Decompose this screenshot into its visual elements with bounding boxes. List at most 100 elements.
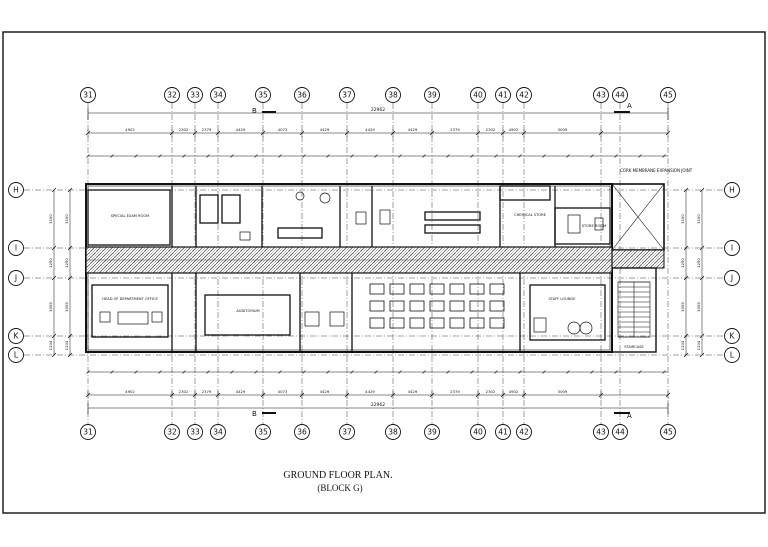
room-label-lower-right: STAFF LOUNGE (548, 297, 576, 301)
grid-bubble-top-42-label: 42 (519, 91, 529, 100)
overall-dimension-bottom: 22962 (87, 402, 669, 414)
grid-bubble-bottom-37: 37 (339, 424, 355, 440)
grid-bubble-bottom-45-label: 45 (663, 428, 673, 437)
svg-text:B: B (252, 410, 257, 418)
overall-dimension-bottom-label: 22962 (371, 402, 385, 408)
dim-left2-label-0: 3100 (64, 214, 69, 224)
interior-walls-lower (91, 273, 606, 352)
desk (489, 300, 505, 312)
grid-bubble-top-41-label: 41 (498, 91, 508, 100)
grid-bubble-left-K: K (8, 328, 24, 344)
room-label-upper-far-right: STORE ROOM (582, 224, 606, 228)
desk (409, 300, 425, 312)
dim-right2-label-3: 1204 (696, 340, 701, 350)
dim-left-label-1: 1250 (48, 258, 53, 268)
desk (389, 300, 405, 312)
grid-bubble-left-I: I (8, 240, 24, 256)
dim-top-label-0: 4902 (125, 127, 135, 132)
sheet-border (2, 31, 766, 514)
dim-top-label-2: 2379 (202, 127, 212, 132)
grid-bubble-top-43: 43 (593, 87, 609, 103)
dim-right-label-1: 1250 (680, 258, 685, 268)
grid-bubble-top-39-label: 39 (427, 91, 437, 100)
dim-bottom-label-2: 2379 (202, 389, 212, 394)
grid-bubble-bottom-39-label: 39 (427, 428, 437, 437)
grid-bubble-top-45: 45 (660, 87, 676, 103)
dim-top-label-8: 2379 (450, 127, 460, 132)
grid-bubble-right-J-label: J (730, 274, 733, 283)
desk (409, 317, 425, 329)
grid-bubble-bottom-45: 45 (660, 424, 676, 440)
overall-dimension-top-label: 22962 (371, 107, 385, 113)
grid-bubble-bottom-31-label: 31 (83, 428, 93, 437)
grid-bubble-right-K: K (724, 328, 740, 344)
section-marker-b-bottom: B (252, 410, 276, 418)
grid-bubble-top-39: 39 (424, 87, 440, 103)
grid-bubble-bottom-43: 43 (593, 424, 609, 440)
grid-bubble-top-31-label: 31 (83, 91, 93, 100)
grid-bubble-right-L: L (724, 347, 740, 363)
desk (389, 283, 405, 295)
grid-bubble-top-34: 34 (210, 87, 226, 103)
grid-bubble-right-K-label: K (730, 332, 736, 341)
section-marker-a-bottom: A (614, 412, 632, 420)
grid-bubble-top-37: 37 (339, 87, 355, 103)
grid-bubble-left-J: J (8, 270, 24, 286)
svg-text:B: B (252, 107, 257, 115)
dim-top-label-1: 2302 (179, 127, 189, 132)
grid-bubble-top-32: 32 (164, 87, 180, 103)
dim-top-label-4: 4073 (278, 127, 288, 132)
grid-bubble-top-35-label: 35 (258, 91, 268, 100)
dim-right-label-0: 3100 (680, 214, 685, 224)
room-label-upper-right-lab: CHEMICAL STORE (514, 213, 547, 217)
grid-bubble-right-L-label: L (730, 351, 735, 360)
plan-title: GROUND FLOOR PLAN. (283, 470, 392, 481)
grid-bubble-bottom-36-label: 36 (297, 428, 307, 437)
dim-left-label-0: 3100 (48, 214, 53, 224)
dim-bottom-label-4: 4073 (278, 389, 288, 394)
desk (449, 283, 465, 295)
grid-bubble-top-40: 40 (470, 87, 486, 103)
grid-bubble-right-I: I (724, 240, 740, 256)
grid-bubble-bottom-34-label: 34 (213, 428, 223, 437)
dim-bottom-label-0: 4902 (125, 389, 135, 394)
dim-bottom-label-8: 2379 (450, 389, 460, 394)
dim-left-label-3: 1204 (48, 340, 53, 350)
dim-left-label-2: 3009 (48, 302, 53, 312)
grid-bubble-left-I-label: I (15, 244, 17, 253)
grid-bubble-bottom-43-label: 43 (596, 428, 606, 437)
overall-dimension-top: 22962 (87, 107, 669, 120)
grid-bubble-top-33: 33 (187, 87, 203, 103)
staircase (617, 281, 651, 338)
dim-bottom-label-6: 4429 (365, 389, 375, 394)
desk (429, 283, 445, 295)
grid-bubble-bottom-40: 40 (470, 424, 486, 440)
grid-bubble-top-34-label: 34 (213, 91, 223, 100)
grid-bubble-bottom-39: 39 (424, 424, 440, 440)
room-label-lower-mid: AUDITORIUM (236, 309, 259, 313)
furniture-misc (99, 191, 604, 335)
grid-bubble-bottom-42: 42 (516, 424, 532, 440)
grid-bubble-top-38: 38 (385, 87, 401, 103)
grid-bubble-top-38-label: 38 (388, 91, 398, 100)
grid-bubble-top-31: 31 (80, 87, 96, 103)
desk (429, 300, 445, 312)
desk (369, 317, 385, 329)
dim-top-label-5: 4429 (320, 127, 330, 132)
grid-bubble-bottom-41: 41 (495, 424, 511, 440)
grid-bubble-bottom-44-label: 44 (615, 428, 625, 437)
grid-bubble-bottom-41-label: 41 (498, 428, 508, 437)
section-marker-a-top: A (614, 102, 632, 113)
grid-bubble-left-K-label: K (14, 332, 20, 341)
grid-bubble-bottom-37-label: 37 (342, 428, 352, 437)
grid-bubble-right-I-label: I (731, 244, 733, 253)
room-label-upper-left: SPECIAL EXAM ROOM (111, 214, 150, 218)
grid-bubble-bottom-38-label: 38 (388, 428, 398, 437)
dim-bottom-label-1: 2302 (179, 389, 189, 394)
dim-left2-label-1: 1250 (64, 258, 69, 268)
dim-top-label-3: 4429 (236, 127, 246, 132)
grid-bubble-top-37-label: 37 (342, 91, 352, 100)
